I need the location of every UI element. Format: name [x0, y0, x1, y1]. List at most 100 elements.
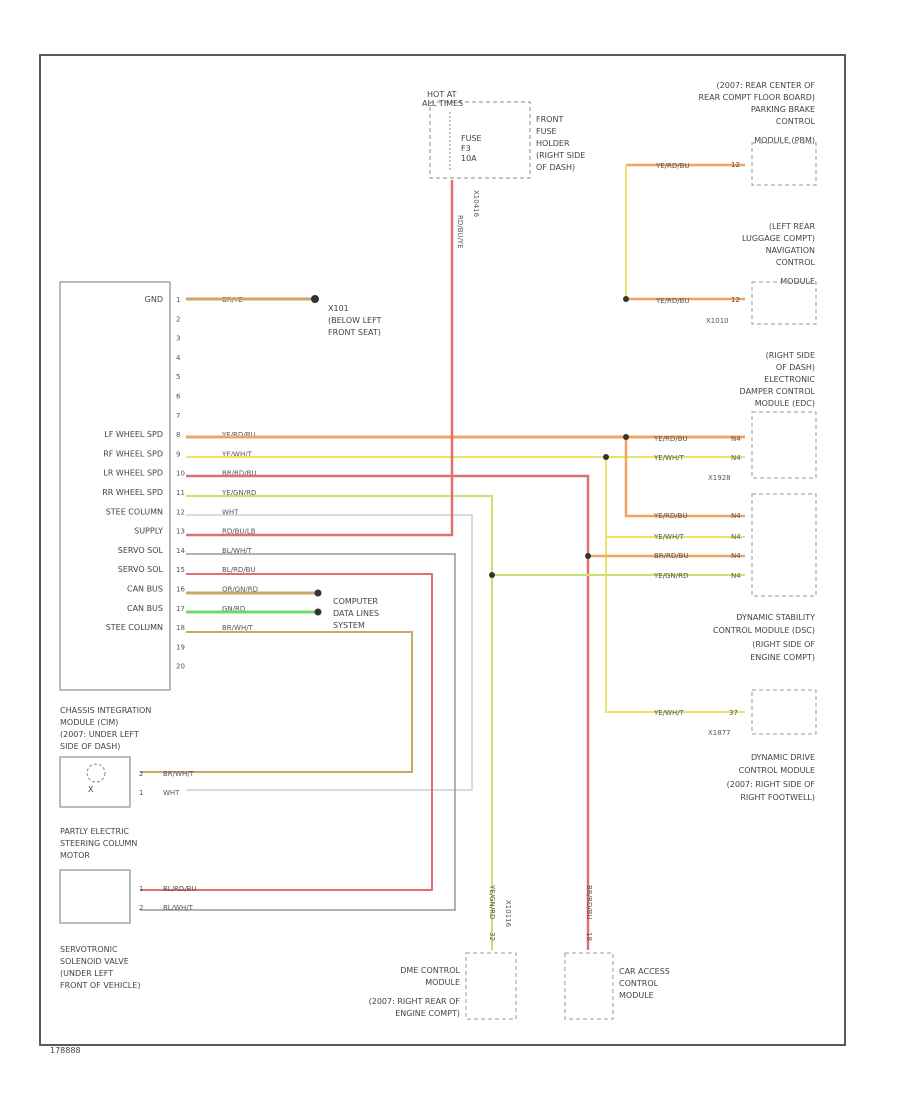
motor-line-3: MOTOR — [60, 851, 90, 860]
cim-wire-color: BL/WH/T — [222, 547, 253, 555]
edc-line-2: OF DASH) — [776, 363, 815, 372]
wire-steering-column-2 — [140, 631, 413, 773]
dsc-pin-2: N4 — [731, 533, 741, 541]
wire-servo-1 — [140, 553, 456, 911]
ddc-wire: YE/WH/T — [653, 709, 685, 717]
dme-pin: 32 — [488, 932, 496, 941]
edc-connector: X1928 — [708, 474, 731, 482]
dme-line-3: (2007: RIGHT REAR OF — [369, 997, 461, 1006]
fuse-label-3: 10A — [461, 154, 477, 163]
motor-pin-1: 1 — [139, 885, 143, 893]
pbm-pin: 12 — [731, 161, 740, 169]
fuse-holder-box — [429, 101, 531, 179]
cim-line-2: MODULE (CIM) — [60, 718, 118, 727]
cas-label: CAR ACCESS CONTROL MODULE — [619, 967, 670, 1000]
cim-wire-color: YE/GN/RD — [221, 489, 256, 497]
fuse-hot-at-1: HOT AT — [427, 90, 457, 99]
edc-wire-2: YE/WH/T — [653, 454, 685, 462]
pbm-line-3: PARKING BRAKE — [751, 105, 815, 114]
cim-pin-number: 11 — [176, 489, 185, 497]
dme-line-2: MODULE — [425, 978, 460, 987]
edc-label: (RIGHT SIDE OF DASH) ELECTRONIC DAMPER C… — [740, 351, 816, 408]
sensor-wire-1: WHT — [163, 789, 180, 797]
edc-module-box — [751, 411, 817, 479]
can-bus-high-node — [314, 589, 322, 597]
nav-line-4: CONTROL — [776, 258, 816, 267]
fuse-holder-line-5: OF DASH) — [536, 163, 575, 172]
dsc-line-1: DYNAMIC STABILITY — [736, 613, 815, 622]
cim-pin-label: RR WHEEL SPD — [102, 488, 163, 497]
nav-line-2: LUGGAGE COMPT) — [742, 234, 815, 243]
splice-dot — [623, 434, 629, 440]
ddc-pin: 37 — [729, 709, 738, 717]
nav-connector: X1010 — [706, 317, 729, 325]
sensor-pin-1: 1 — [139, 789, 143, 797]
cim-wire-color: GN/RD — [222, 605, 245, 613]
cas-module-box — [564, 952, 614, 1020]
servo-line-4: FRONT OF VEHICLE) — [60, 981, 140, 990]
cim-pin-number: 20 — [176, 663, 185, 671]
splice-dot — [623, 296, 629, 302]
diagram-id: 178888 — [50, 1046, 81, 1055]
sensor-mark: X — [88, 785, 94, 794]
cim-pin-number: 16 — [176, 586, 185, 594]
dsc-wire-2: YE/WH/T — [653, 533, 685, 541]
fuse-label-2: F3 — [461, 144, 471, 153]
edc-line-4: DAMPER CONTROL — [740, 387, 816, 396]
fuse-holder-line-3: HOLDER — [536, 139, 570, 148]
steering-motor-label: PARTLY ELECTRIC STEERING COLUMN MOTOR — [60, 827, 137, 860]
cas-line-1: CAR ACCESS — [619, 967, 670, 976]
cim-pin-label: CAN BUS — [127, 585, 163, 594]
dsc-line-2: CONTROL MODULE (DSC) — [713, 626, 815, 635]
edc-pin-1: N4 — [731, 435, 741, 443]
wire-supply — [186, 270, 454, 537]
wire-dsc-lf — [624, 437, 745, 518]
splice-dot — [603, 454, 609, 460]
ground-point — [311, 295, 319, 303]
cim-module-box — [59, 281, 171, 691]
cim-pin-number: 8 — [176, 431, 180, 439]
diagram-frame — [39, 54, 846, 1046]
pbm-line-4: CONTROL — [776, 117, 816, 126]
cim-wire-color: BR/RD/BU — [222, 470, 257, 478]
cas-line-2: CONTROL — [619, 979, 659, 988]
cim-wire-color: BL/RD/BU — [222, 566, 256, 574]
nav-line-3: NAVIGATION — [766, 246, 815, 255]
ddc-line-1: DYNAMIC DRIVE — [751, 753, 815, 762]
fuse-splice-label: X10416 — [472, 190, 480, 218]
pbm-line-2: REAR COMPT FLOOR BOARD) — [698, 93, 815, 102]
motor-line-1: PARTLY ELECTRIC — [60, 827, 129, 836]
servotronic-label: SERVOTRONIC SOLENOID VALVE (UNDER LEFT F… — [60, 945, 140, 990]
cim-pin-number: 1 — [176, 296, 180, 304]
computer-data-2: DATA LINES — [333, 609, 379, 618]
ground-label-3: FRONT SEAT) — [328, 328, 381, 337]
dsc-pin-4: N4 — [731, 572, 741, 580]
cas-pin: 18 — [585, 932, 593, 941]
ground-label-2: (BELOW LEFT — [328, 316, 382, 325]
wire-steering-column — [186, 514, 473, 791]
dsc-wire-3: BR/RD/BU — [654, 552, 689, 560]
cim-pin-number: 9 — [176, 450, 180, 458]
wire-lr-wheel — [186, 474, 590, 870]
pbm-line-1: (2007: REAR CENTER OF — [717, 81, 816, 90]
ddc-line-4: RIGHT FOOTWELL) — [740, 793, 815, 802]
motor-pin-2: 2 — [139, 904, 143, 912]
cim-line-3: (2007: UNDER LEFT — [60, 730, 139, 739]
cim-pin-number: 13 — [176, 528, 185, 536]
cim-wire-color: OR/GN/RD — [222, 586, 258, 594]
dme-splice: X10116 — [504, 900, 512, 928]
cim-wire-color: RD/BU/LB — [222, 528, 256, 536]
cim-wire-color: YE/WH/T — [221, 450, 253, 458]
wire-ddc-rf — [605, 457, 745, 713]
ddc-label: DYNAMIC DRIVE CONTROL MODULE (2007: RIGH… — [727, 753, 816, 802]
cim-pin-label: LF WHEEL SPD — [104, 430, 163, 439]
dsc-module-box — [751, 493, 817, 597]
cim-line-1: CHASSIS INTEGRATION — [60, 706, 151, 715]
cim-pin-label: CAN BUS — [127, 604, 163, 613]
dme-module-box — [465, 952, 517, 1020]
dsc-wire-4: YE/GN/RD — [653, 572, 688, 580]
cim-pin-label: GND — [145, 295, 163, 304]
nav-line-1: (LEFT REAR — [769, 222, 816, 231]
